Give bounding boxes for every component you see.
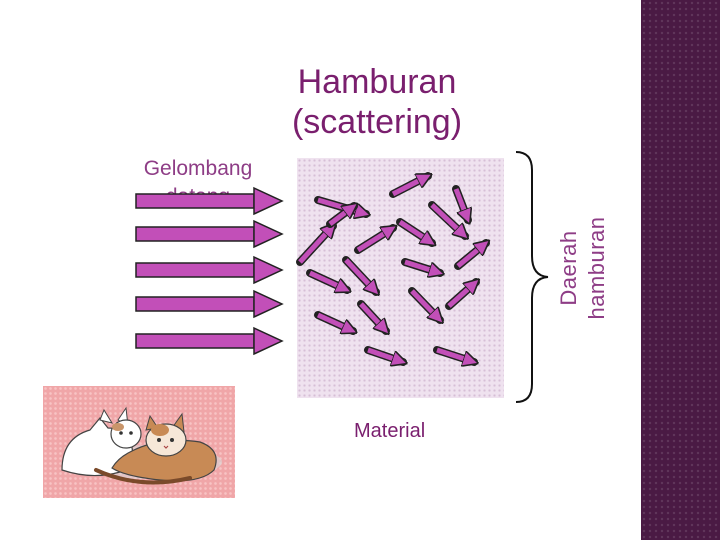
scattered-arrow — [408, 287, 440, 320]
scattered-arrow — [428, 201, 465, 236]
scattered-arrows — [296, 172, 486, 362]
scattered-arrow — [396, 218, 432, 247]
slide-title: Hamburan (scattering) — [291, 63, 463, 141]
scattered-arrow — [314, 311, 353, 335]
scattered-arrow — [342, 256, 376, 292]
scattered-arrow — [357, 300, 386, 331]
scattering-region-brace — [515, 151, 549, 403]
material-label: Material — [354, 420, 426, 442]
scattered-arrow — [452, 185, 468, 220]
scattered-arrow — [433, 346, 474, 362]
incident-arrow — [135, 326, 284, 356]
scattered-arrow — [389, 172, 428, 198]
scattered-arrow — [454, 243, 486, 270]
scattered-arrow — [445, 282, 476, 310]
scattered-arrow — [364, 346, 403, 362]
incident-arrow — [135, 219, 284, 249]
incident-arrow — [135, 255, 284, 285]
scattered-arrow — [326, 202, 354, 228]
cats-illustration — [61, 406, 222, 485]
scattered-arrow — [296, 226, 333, 266]
incident-arrows — [135, 186, 284, 356]
decorative-side-band — [641, 0, 720, 540]
scattered-arrow — [354, 224, 393, 254]
incident-arrow — [135, 289, 284, 319]
scattered-arrow — [401, 258, 440, 273]
incident-arrow — [135, 186, 284, 216]
scattered-arrow — [306, 269, 347, 294]
